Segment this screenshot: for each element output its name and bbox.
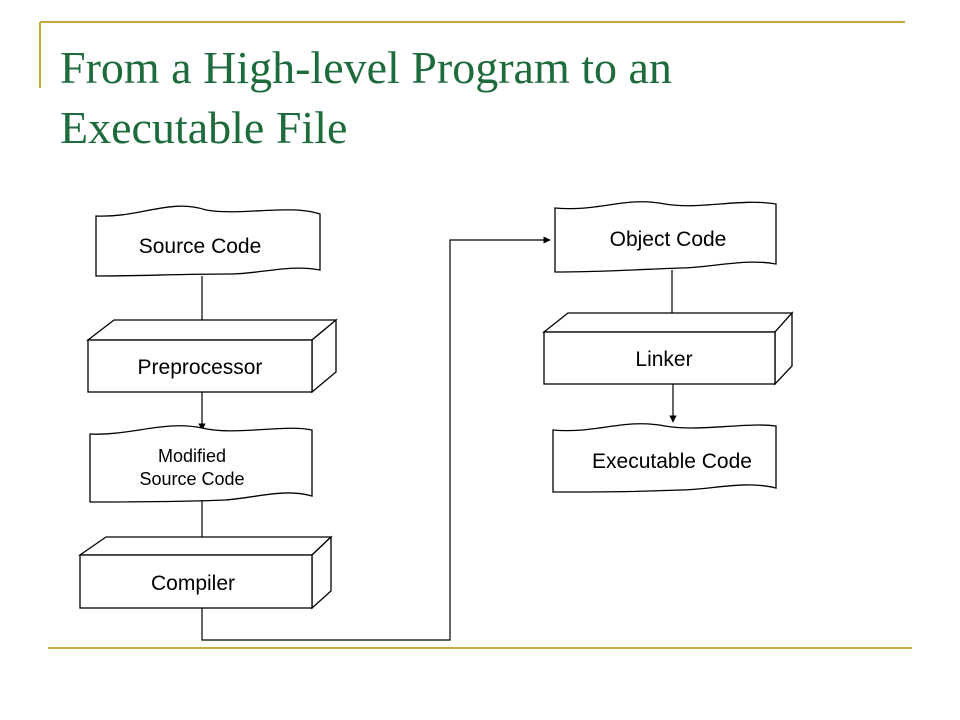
- connector-compiler-to-object-code: [201, 236, 551, 641]
- preprocessor-node: Preprocessor: [86, 318, 338, 394]
- linker-node: Linker: [542, 311, 794, 386]
- preprocessor-label: Preprocessor: [138, 356, 263, 379]
- source-code-node: Source Code: [95, 205, 321, 277]
- executable-code-node: Executable Code: [552, 423, 777, 493]
- slide-frame: [39, 21, 912, 649]
- preprocessor-box-front: [87, 339, 313, 393]
- compiler-node: Compiler: [77, 535, 333, 610]
- slide-title: From a High-level Program to an Executab…: [60, 38, 880, 158]
- modified-source-code-node: Modified Source Code: [89, 425, 313, 503]
- linker-label: Linker: [635, 348, 692, 371]
- source-code-shape: [95, 205, 321, 277]
- modified-label-line-1: Modified: [158, 446, 226, 466]
- title-line-2: Executable File: [60, 102, 348, 153]
- linker-box-front: [543, 331, 776, 385]
- title-line-1: From a High-level Program to an: [60, 42, 672, 93]
- source-code-label: Source Code: [139, 235, 262, 258]
- object-code-label: Object Code: [610, 228, 727, 251]
- object-code-shape: [554, 201, 777, 273]
- executable-code-label: Executable Code: [592, 450, 752, 473]
- compiler-label: Compiler: [151, 572, 235, 595]
- modified-label-line-2: Source Code: [139, 469, 244, 489]
- executable-code-shape: [552, 423, 777, 493]
- preprocessor-box-top: [86, 319, 338, 341]
- compiler-box-front: [79, 554, 313, 609]
- object-code-node: Object Code: [554, 201, 777, 273]
- modified-source-code-shape: [89, 425, 313, 503]
- compiler-box-top: [77, 536, 333, 556]
- linker-box-top: [542, 312, 794, 333]
